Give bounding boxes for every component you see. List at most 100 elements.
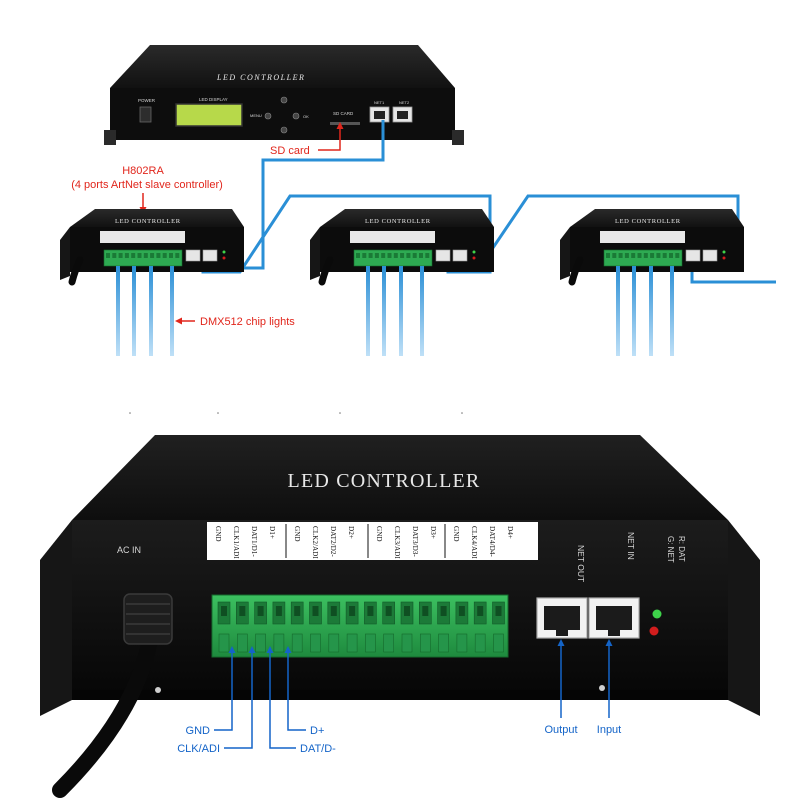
slave-net-out-port[interactable] (685, 249, 701, 262)
slave-terminal-screw (175, 253, 180, 258)
terminal-label: CLK1/ADI (232, 526, 240, 559)
slave-net-in-port[interactable] (702, 249, 718, 262)
dplus-arrow-icon (284, 646, 292, 653)
dmx-output-wire (170, 266, 174, 356)
dmx-output-wire (649, 266, 653, 356)
master-foot-right (452, 130, 464, 145)
dat-callout: DAT/D- (300, 743, 336, 755)
terminal-label: DAT4/D4- (488, 526, 496, 557)
terminal-wire-entry (456, 633, 468, 653)
slave-terminal-screw (169, 253, 173, 258)
output-arrow-icon (557, 639, 565, 646)
power-switch-icon[interactable] (139, 106, 152, 123)
slave-terminal-screw (656, 253, 661, 258)
dplus-callout: D+ (310, 725, 324, 737)
terminal-wire-entry (401, 633, 413, 653)
slave-net-in-port[interactable] (202, 249, 218, 262)
slave-terminal-screw (356, 253, 360, 258)
gnd-arrow-icon (228, 646, 236, 653)
terminal-wire-entry (310, 633, 321, 653)
dmx-output-wire (382, 266, 386, 356)
slave-terminal-screw (662, 253, 667, 258)
slave-net-out-port[interactable] (435, 249, 451, 262)
net-out-port[interactable] (536, 597, 588, 639)
slave-terminal-screw (143, 253, 148, 258)
dmx-output-wire (670, 266, 674, 356)
dmx-output-wire (420, 266, 424, 356)
terminal-wire-entry (291, 633, 303, 653)
terminal-label: GND (452, 526, 460, 542)
sd-card-callout-line (318, 126, 341, 151)
slave-net-led (472, 250, 476, 254)
sd-card-annotation: SD card (270, 145, 310, 157)
slave-terminal-screw (650, 253, 655, 258)
clk-arrow-icon (248, 646, 256, 653)
slave-net-in-port[interactable] (452, 249, 468, 262)
slave-terminal-screw (368, 253, 373, 258)
master-foot-left (104, 130, 116, 145)
slave-terminal-block (103, 249, 183, 267)
master-net1-label: NET1 (374, 100, 385, 105)
slave-power-cable-icon (568, 256, 584, 286)
slave-terminal-screw (606, 253, 610, 258)
net-status-led (652, 609, 662, 619)
dmx-output-wire (632, 266, 636, 356)
sd-card-slot[interactable] (330, 122, 360, 125)
screw-hole-left (155, 687, 161, 693)
terminal-label: CLK2/ADI (311, 526, 319, 559)
terminal-label: D1+ (268, 526, 276, 539)
master-power-label: POWER (138, 98, 156, 103)
terminal-label: GND (214, 526, 222, 542)
slave-terminal-screw (419, 253, 423, 258)
slave-label-strip (350, 231, 435, 243)
ok-button-icon[interactable] (292, 112, 300, 120)
slave-terminal-screw (612, 253, 617, 258)
terminal-wire-entry (438, 633, 449, 653)
slave-terminal-screw (381, 253, 386, 258)
slave-controller: LED CONTROLLER (560, 209, 744, 356)
screw-hole-right (599, 685, 605, 691)
slave-terminal-screw (631, 253, 636, 258)
slave-terminal-screw (131, 253, 136, 258)
slave-terminal-screw (425, 253, 430, 258)
ac-in-label: AC IN (117, 545, 141, 555)
slave-power-cable-icon (318, 256, 334, 286)
slave-terminal-screw (669, 253, 673, 258)
slave-label-strip (100, 231, 185, 243)
slave-terminal-screw (624, 253, 629, 258)
slave-terminal-screw (124, 253, 129, 258)
gnd-callout: GND (186, 725, 211, 737)
slave-controller: LED CONTROLLER (60, 209, 244, 356)
clk-callout: CLK/ADI (177, 743, 220, 755)
terminal-screws (217, 601, 505, 653)
net-in-port[interactable] (588, 597, 640, 639)
up-button-icon[interactable] (280, 96, 288, 104)
terminal-wire-entry (237, 633, 248, 653)
terminal-label: DAT2/D2- (329, 526, 337, 557)
master-menu-label: MENU (250, 113, 262, 118)
slave-net-out-port[interactable] (185, 249, 201, 262)
menu-button-icon[interactable] (264, 112, 272, 120)
terminal-wire-entry (365, 633, 376, 653)
slave-title: LED CONTROLLER (115, 218, 181, 225)
led-legend-dat: R: DAT (677, 536, 686, 562)
large-title: LED CONTROLLER (288, 470, 481, 492)
terminal-label-panel (207, 522, 538, 560)
terminal-label: GND (293, 526, 301, 542)
down-button-icon[interactable] (280, 126, 288, 134)
slave-terminal-screw (137, 253, 142, 258)
dmx-output-wire (149, 266, 153, 356)
net-in-label: NET IN (626, 532, 636, 560)
separator-dots (129, 412, 463, 414)
terminal-wire-entry (255, 633, 266, 653)
model-annotation: H802RA (122, 165, 164, 177)
master-controller: LED CONTROLLER POWER LED DISPLAY MENU OK… (104, 45, 464, 145)
slave-terminal-screw (400, 253, 405, 258)
model-description: (4 ports ArtNet slave controller) (71, 179, 223, 191)
led-legend-net: G: NET (666, 536, 675, 563)
terminal-wire-entry (474, 633, 486, 653)
slave-terminal-block (603, 249, 683, 267)
slave-terminal-screw (374, 253, 379, 258)
slave-title: LED CONTROLLER (615, 218, 681, 225)
